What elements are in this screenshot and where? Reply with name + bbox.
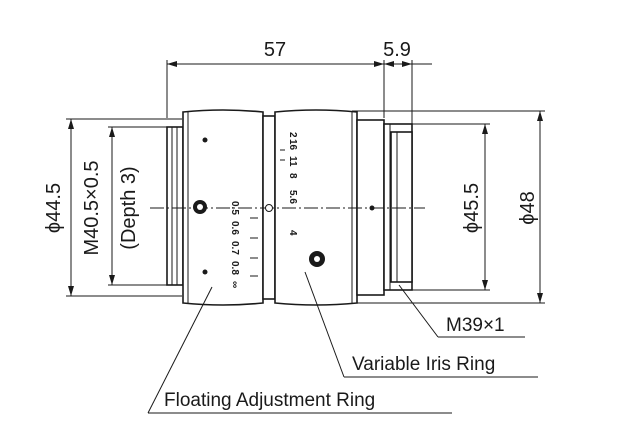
iris-lock-screw-slot xyxy=(314,256,320,262)
arrowhead xyxy=(384,61,394,67)
arrowhead xyxy=(537,293,543,303)
floating-ring-callout: Floating Adjustment Ring xyxy=(164,390,375,411)
rear-mount-callout: M39×1 xyxy=(446,315,505,336)
iris-scale-value: 8 xyxy=(287,173,298,179)
focus-scale-value: 0.6 xyxy=(229,221,240,235)
leader-line xyxy=(398,284,439,338)
front-thread-dimension: M40.5×0.5 (Depth 3) xyxy=(81,126,182,286)
rear-mount-inner xyxy=(390,131,413,283)
callout-iris-ring: Variable Iris Ring xyxy=(304,271,538,378)
screw-hole xyxy=(202,137,208,143)
focus-scale-value: 0.7 xyxy=(229,241,240,255)
flange-label: 5.9 xyxy=(383,39,411,61)
callout-floating-ring: Floating Adjustment Ring xyxy=(147,286,452,414)
arrowhead xyxy=(109,275,115,285)
screw-hole xyxy=(202,269,208,275)
max-diameter-dimension: ϕ48 xyxy=(352,110,545,304)
front-thread-label: M40.5×0.5 xyxy=(81,160,103,255)
focus-scale-value: 0.5 xyxy=(229,201,240,215)
lock-screw-slot xyxy=(197,204,203,210)
iris-scale: 2 16 11 8 5.6 4 xyxy=(280,132,298,236)
front-diameter-dimension: ϕ44.5 xyxy=(43,118,182,297)
iris-scale-value: 2 xyxy=(287,132,298,138)
leader-line xyxy=(304,271,345,378)
iris-scale-value: 11 xyxy=(287,156,298,167)
flange-dimension: 5.9 xyxy=(383,39,432,67)
arrowhead xyxy=(402,61,412,67)
focus-scale: 0.5 0.6 0.7 0.8 ∞ xyxy=(229,201,258,288)
arrowhead xyxy=(374,61,384,67)
rear-diameter-label: ϕ45.5 xyxy=(461,183,483,233)
lens-fixtures xyxy=(193,137,375,275)
iris-scale-value: 4 xyxy=(287,230,298,236)
arrowhead xyxy=(537,111,543,121)
front-thread-ring xyxy=(166,126,184,286)
length-dimension: 57 xyxy=(166,39,413,128)
index-mark xyxy=(265,204,273,212)
rear-screw xyxy=(369,205,375,211)
iris-scale-value: 5.6 xyxy=(287,190,298,204)
focus-scale-value: 0.8 xyxy=(229,261,240,275)
arrowhead xyxy=(167,61,177,67)
arrowhead xyxy=(68,119,74,129)
arrowhead xyxy=(482,280,488,290)
front-diameter-label: ϕ44.5 xyxy=(43,183,65,233)
arrowhead xyxy=(68,286,74,296)
arrowhead xyxy=(482,124,488,134)
leader-line xyxy=(147,286,213,414)
front-thread-depth-label: (Depth 3) xyxy=(118,166,140,249)
rear-diameter-dimension: ϕ45.5 xyxy=(412,123,490,291)
iris-ring-callout: Variable Iris Ring xyxy=(352,354,495,375)
length-label: 57 xyxy=(264,39,286,61)
callout-rear-mount: M39×1 xyxy=(398,284,525,338)
iris-scale-value: 16 xyxy=(287,139,298,151)
focus-scale-value: ∞ xyxy=(229,281,240,288)
max-diameter-label: ϕ48 xyxy=(517,191,539,224)
arrowhead xyxy=(109,127,115,137)
